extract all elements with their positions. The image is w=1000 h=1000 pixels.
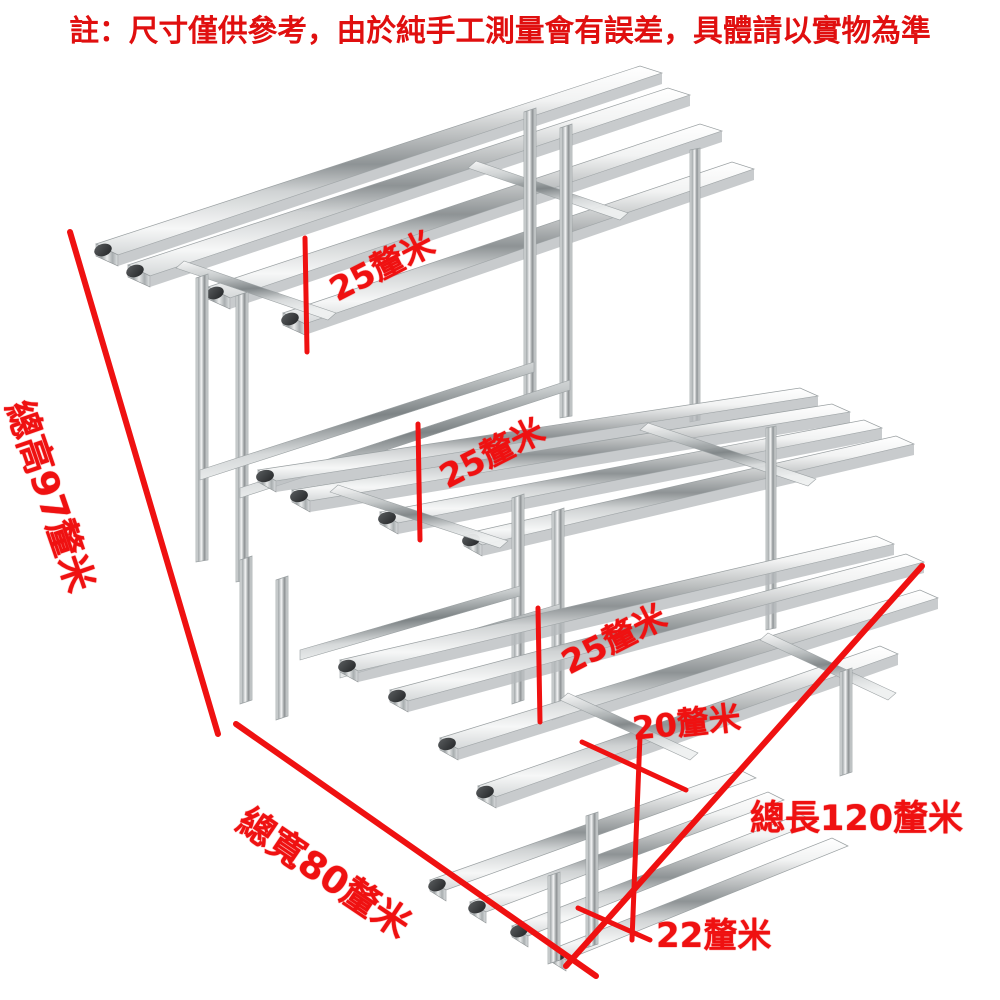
tier-1-slats — [94, 65, 756, 336]
slat-spacing-line — [579, 739, 689, 793]
total-length-line — [563, 563, 925, 969]
measurement-disclaimer-note: 註：尺寸僅供參考，由於純手工測量會有誤差，具體請以實物為準 — [69, 14, 931, 49]
total-length-label: 總長120釐米 — [750, 799, 964, 839]
total-width-line — [233, 721, 599, 979]
foot-height-leader — [575, 905, 653, 943]
foot-height-label: 22釐米 — [656, 916, 772, 956]
tier1-height-line — [302, 235, 310, 355]
tier3-height-line — [535, 605, 543, 725]
total-height-line — [67, 229, 221, 737]
dimension-lines — [67, 229, 925, 979]
foot-height-line — [629, 733, 643, 943]
tier-2-slats — [256, 387, 916, 557]
tier2-height-line — [415, 421, 423, 543]
